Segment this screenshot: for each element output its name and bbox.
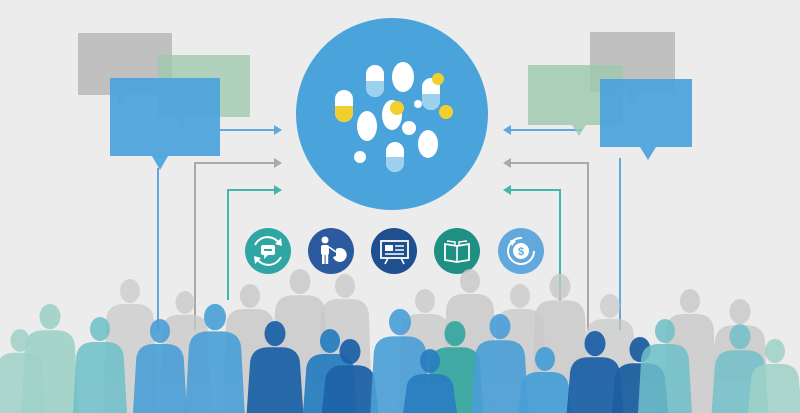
open-book-icon: [434, 228, 480, 274]
person-silhouette: [321, 338, 379, 413]
crowd-silhouettes: [0, 268, 800, 413]
left-line-middle: [194, 162, 278, 330]
tablet-icon: [390, 101, 404, 115]
right-arrow-bottom: [503, 185, 511, 195]
capsule-icon: [422, 78, 440, 110]
right-speech-bubbles: [528, 32, 692, 160]
person-silhouette: [566, 330, 624, 413]
speech-bubble-icon: [110, 78, 220, 170]
right-arrow-top: [503, 125, 511, 135]
capsule-icon: [366, 65, 384, 97]
person-silhouette: [748, 339, 800, 413]
tablet-icon: [402, 121, 416, 135]
tablet-icon: [418, 130, 438, 158]
connector-lines: [157, 125, 621, 330]
person-silhouette: [133, 319, 187, 413]
tablet-icon: [414, 100, 422, 108]
right-line-middle: [508, 162, 589, 330]
icon-row: $: [245, 228, 544, 274]
capsule-icon: [386, 142, 404, 172]
person-silhouette: [0, 329, 46, 413]
speech-bubble-icon: [600, 79, 692, 160]
person-silhouette: [638, 319, 692, 413]
left-arrow-bottom: [274, 185, 282, 195]
left-arrow-top: [274, 125, 282, 135]
medication-circle: [296, 18, 488, 210]
tablet-icon: [392, 62, 414, 92]
tablet-icon: [432, 73, 444, 85]
left-arrow-middle: [274, 158, 282, 168]
person-chart-icon: [308, 228, 354, 274]
person-silhouette: [246, 320, 304, 413]
tablet-icon: [439, 105, 453, 119]
right-line-bottom: [508, 189, 561, 300]
dollar-cycle-icon: $: [498, 228, 544, 274]
tablet-icon: [357, 111, 377, 141]
left-speech-bubbles: [78, 33, 250, 170]
person-silhouette: [471, 313, 529, 413]
svg-text:$: $: [518, 246, 524, 258]
capsule-icon: [335, 90, 353, 122]
chat-refresh-icon: [245, 228, 291, 274]
right-arrow-middle: [503, 158, 511, 168]
person-silhouette: [185, 303, 245, 413]
left-line-bottom: [227, 189, 278, 300]
tablet-icon: [354, 151, 366, 163]
person-silhouette: [73, 317, 127, 413]
person-silhouette: [518, 347, 572, 413]
presentation-board-icon: [371, 228, 417, 274]
person-silhouette: [403, 349, 457, 413]
